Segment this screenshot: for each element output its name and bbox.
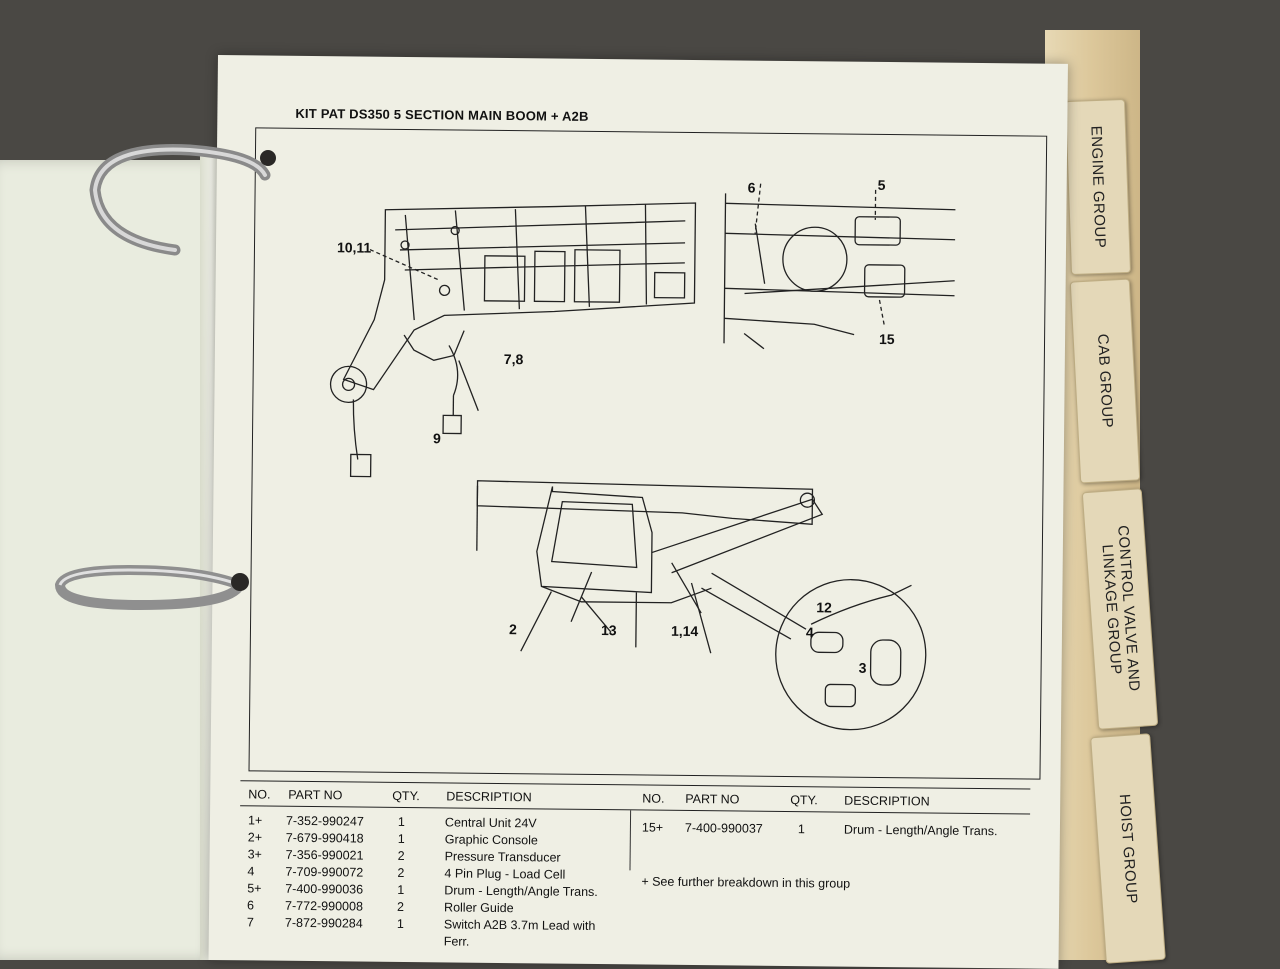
- callout-1-14: 1,14: [671, 623, 698, 639]
- header-no-right: NO.: [642, 791, 664, 805]
- callout-15: 15: [879, 331, 895, 347]
- callout-6: 6: [748, 180, 756, 196]
- tab-label-cab: CAB GROUP: [1094, 333, 1116, 428]
- header-desc-left: DESCRIPTION: [446, 789, 532, 804]
- tab-label-engine: ENGINE GROUP: [1087, 125, 1108, 248]
- callout-2: 2: [509, 621, 517, 637]
- tab-engine-group[interactable]: ENGINE GROUP: [1065, 99, 1131, 275]
- table-column-divider: [629, 810, 631, 870]
- tab-label-hoist: HOIST GROUP: [1116, 793, 1141, 904]
- callout-13: 13: [601, 622, 617, 638]
- callout-12: 12: [816, 599, 832, 615]
- binder-rings: [40, 130, 360, 830]
- tab-cab-group[interactable]: CAB GROUP: [1070, 279, 1140, 484]
- diagram-frame: 10,11 6 5 15 7,8 9 2 13 1,14 12 4 3: [249, 127, 1048, 779]
- callout-4: 4: [806, 624, 814, 640]
- footnote: + See further breakdown in this group: [641, 874, 850, 890]
- header-qty-left: QTY.: [392, 789, 420, 803]
- tab-label-control-valve: CONTROL VALVE AND LINKAGE GROUP: [1097, 525, 1143, 694]
- callout-3: 3: [859, 660, 867, 676]
- header-part-right: PART NO: [685, 792, 739, 807]
- page-title: KIT PAT DS350 5 SECTION MAIN BOOM + A2B: [295, 106, 588, 124]
- header-qty-right: QTY.: [790, 793, 818, 807]
- callout-5: 5: [878, 177, 886, 193]
- callout-9: 9: [433, 430, 441, 446]
- boom-diagram: [250, 128, 1047, 778]
- header-desc-right: DESCRIPTION: [844, 794, 930, 809]
- callout-7-8: 7,8: [504, 351, 524, 367]
